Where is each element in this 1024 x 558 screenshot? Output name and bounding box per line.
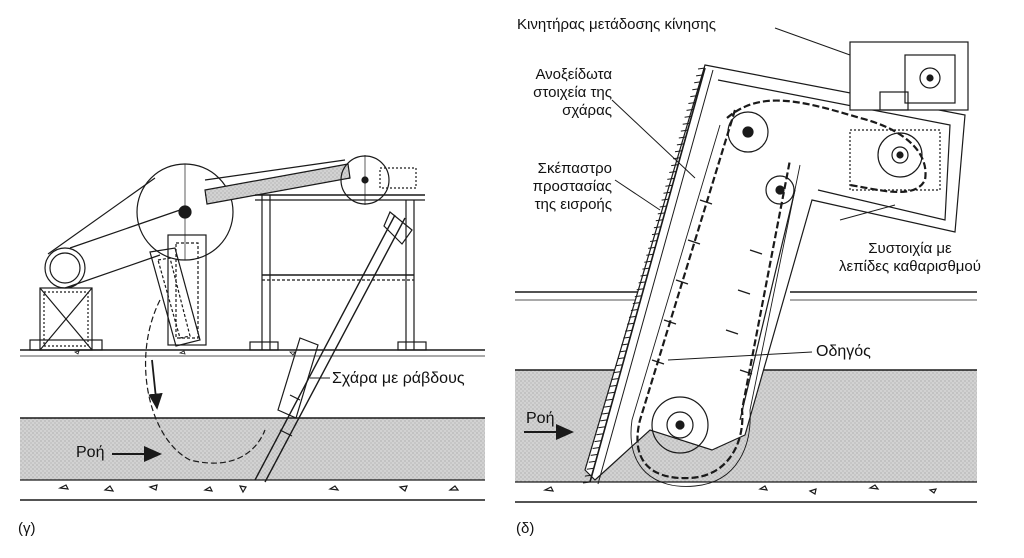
label-stainless-line3: σχάρας [562,102,612,119]
left-bed-rocks [57,484,460,494]
label-flow-right: Ροή [526,410,555,427]
label-stainless-line2: στοιχεία της [533,84,612,101]
label-blade-array-line1: Συστοιχία με [868,240,952,257]
drive-motor [849,41,969,111]
left-water-channel [20,418,485,480]
label-guide: Οδηγός [816,343,871,360]
label-drive-motor: Κινητήρας μετάδοσης κίνησης [517,16,716,33]
label-stainless-line1: Ανοξείδωτα [535,66,612,83]
label-blade-array-line2: λεπίδες καθαρισθμού [839,258,981,275]
left-panel-drawing [20,155,485,501]
cleaning-chain [636,99,927,480]
label-cover-line1: Σκέπαστρο [537,160,612,177]
right-bed-rocks [542,484,938,495]
label-flow-left: Ροή [76,444,105,461]
bar-rack-teeth [582,67,706,484]
label-cover-line3: της εισροής [534,196,612,213]
label-bar-screen: Σχάρα με ράβδους [332,370,465,387]
left-panel-tag: (γ) [18,520,36,537]
right-panel-tag: (δ) [516,520,535,537]
right-panel-drawing [515,27,977,503]
label-cover-line2: προστασίας [532,178,612,195]
